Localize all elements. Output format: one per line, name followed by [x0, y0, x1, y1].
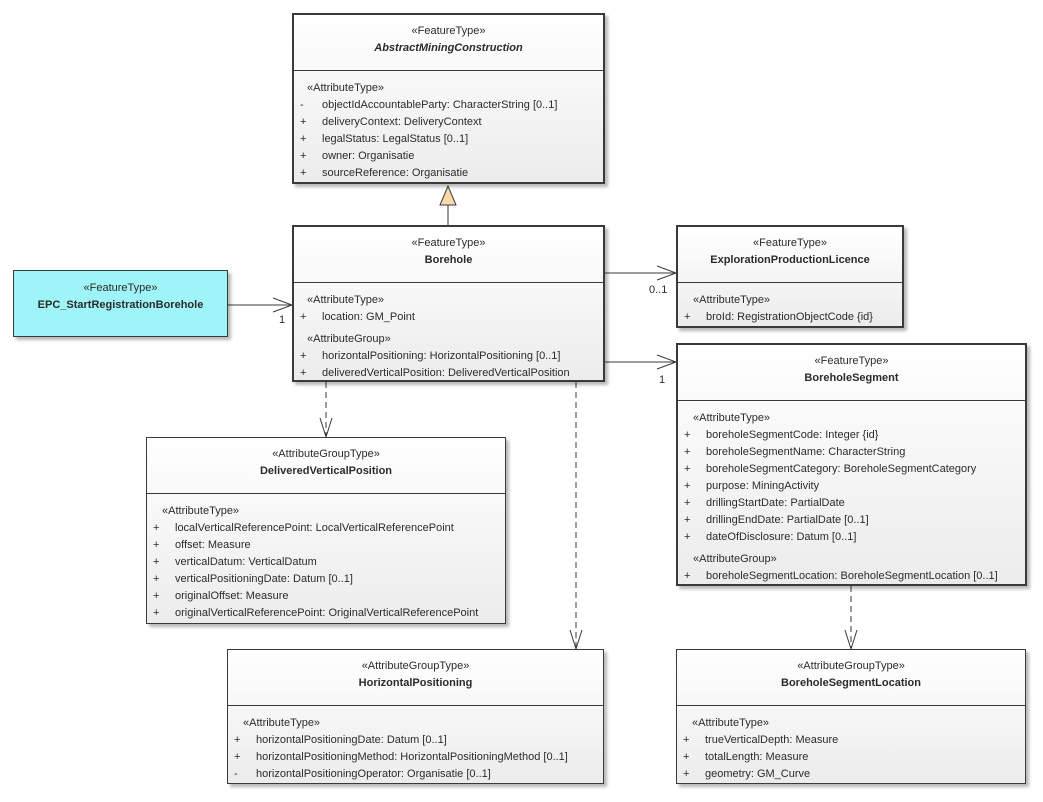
class-name: BoreholeSegment [804, 372, 899, 384]
class-abstract-mining-construction[interactable]: «FeatureType» AbstractMiningConstruction… [292, 13, 605, 184]
multiplicity-borehole-segment: 1 [659, 374, 666, 386]
class-borehole-segment[interactable]: «FeatureType» BoreholeSegment «Attribute… [676, 343, 1027, 586]
multiplicity-epc-borehole: 1 [279, 314, 286, 326]
attribute-group-label: «AttributeType» [307, 294, 385, 306]
attribute-group-label: «AttributeType» [693, 412, 771, 424]
stereotype-label: «FeatureType» [83, 282, 158, 294]
attribute-group-label: «AttributeType» [692, 717, 770, 729]
attribute-row[interactable]: +boreholeSegmentName: CharacterString [684, 446, 906, 458]
attribute-row[interactable]: +drillingStartDate: PartialDate [684, 497, 845, 509]
stereotype-label: «AttributeGroupType» [797, 660, 905, 672]
attribute-row[interactable]: +legalStatus: LegalStatus [0..1] [300, 133, 469, 145]
multiplicity-borehole-licence: 0..1 [649, 284, 668, 296]
class-exploration-production-licence[interactable]: «FeatureType» ExplorationProductionLicen… [676, 225, 904, 328]
attribute-group-label: «AttributeType» [162, 505, 240, 517]
attribute-row[interactable]: +geometry: GM_Curve [683, 768, 811, 780]
attribute-group-label: «AttributeType» [693, 294, 771, 306]
attribute-row[interactable]: +location: GM_Point [300, 311, 415, 323]
stereotype-label: «FeatureType» [411, 25, 486, 37]
class-horizontal-positioning[interactable]: «AttributeGroupType» HorizontalPositioni… [227, 649, 604, 784]
class-epc-start-registration-borehole[interactable]: «FeatureType» EPC_StartRegistrationBoreh… [13, 270, 228, 337]
attribute-group-label: «AttributeType» [243, 717, 321, 729]
attribute-row[interactable]: +horizontalPositioning: HorizontalPositi… [300, 350, 561, 362]
attribute-group-label: «AttributeType» [307, 82, 385, 94]
stereotype-label: «FeatureType» [814, 355, 889, 367]
attribute-row[interactable]: +boreholeSegmentCategory: BoreholeSegmen… [684, 463, 977, 475]
attribute-row[interactable]: +broId: RegistrationObjectCode {id} [684, 311, 873, 323]
attribute-row[interactable]: +dateOfDisclosure: Datum [0..1] [684, 531, 857, 543]
attribute-row[interactable]: +purpose: MiningActivity [684, 480, 820, 492]
attribute-row[interactable]: +verticalDatum: VerticalDatum [153, 556, 317, 568]
attribute-group-label: «AttributeGroup» [307, 333, 391, 345]
class-name: DeliveredVerticalPosition [259, 465, 393, 477]
attribute-row[interactable]: +boreholeSegmentLocation: BoreholeSegmen… [684, 570, 998, 582]
attribute-row[interactable]: +trueVerticalDepth: Measure [683, 734, 839, 746]
attribute-row[interactable]: +boreholeSegmentCode: Integer {id} [684, 429, 879, 441]
attribute-row[interactable]: +horizontalPositioningMethod: Horizontal… [234, 751, 568, 763]
class-name: BoreholeSegmentLocation [781, 677, 921, 689]
attribute-group-label: «AttributeGroup» [693, 553, 777, 565]
attribute-row[interactable]: -horizontalPositioningOperator: Organisa… [234, 768, 491, 780]
attribute-row[interactable]: +deliveryContext: DeliveryContext [300, 116, 482, 128]
class-name: Borehole [424, 254, 473, 266]
attribute-row[interactable]: +offset: Measure [153, 539, 251, 551]
attribute-row[interactable]: +verticalPositioningDate: Datum [0..1] [153, 573, 353, 585]
class-delivered-vertical-position[interactable]: «AttributeGroupType» DeliveredVerticalPo… [146, 437, 506, 624]
generalization-arrowhead [439, 184, 457, 206]
attribute-row[interactable]: +owner: Organisatie [300, 150, 415, 162]
stereotype-label: «FeatureType» [411, 237, 486, 249]
attribute-row[interactable]: +localVerticalReferencePoint: LocalVerti… [153, 522, 454, 534]
class-name: HorizontalPositioning [358, 677, 473, 689]
attribute-row[interactable]: +drillingEndDate: PartialDate [0..1] [684, 514, 869, 526]
stereotype-label: «AttributeGroupType» [272, 448, 380, 460]
attribute-row[interactable]: -objectIdAccountableParty: CharacterStri… [300, 99, 558, 111]
class-name: ExplorationProductionLicence [710, 254, 870, 266]
attribute-row[interactable]: +originalVerticalReferencePoint: Origina… [153, 607, 479, 619]
class-name: EPC_StartRegistrationBorehole [37, 299, 204, 311]
class-name: AbstractMiningConstruction [374, 42, 523, 54]
class-borehole-segment-location[interactable]: «AttributeGroupType» BoreholeSegmentLoca… [676, 649, 1026, 784]
class-borehole[interactable]: «FeatureType» Borehole «AttributeType» +… [292, 225, 605, 382]
attribute-row[interactable]: +originalOffset: Measure [153, 590, 289, 602]
attribute-row[interactable]: +totalLength: Measure [683, 751, 809, 763]
attribute-row[interactable]: +horizontalPositioningDate: Datum [0..1] [234, 734, 447, 746]
stereotype-label: «FeatureType» [753, 237, 827, 249]
stereotype-label: «AttributeGroupType» [361, 660, 470, 672]
attribute-row[interactable]: +sourceReference: Organisatie [300, 167, 469, 179]
attribute-row[interactable]: +deliveredVerticalPosition: DeliveredVer… [300, 367, 570, 379]
